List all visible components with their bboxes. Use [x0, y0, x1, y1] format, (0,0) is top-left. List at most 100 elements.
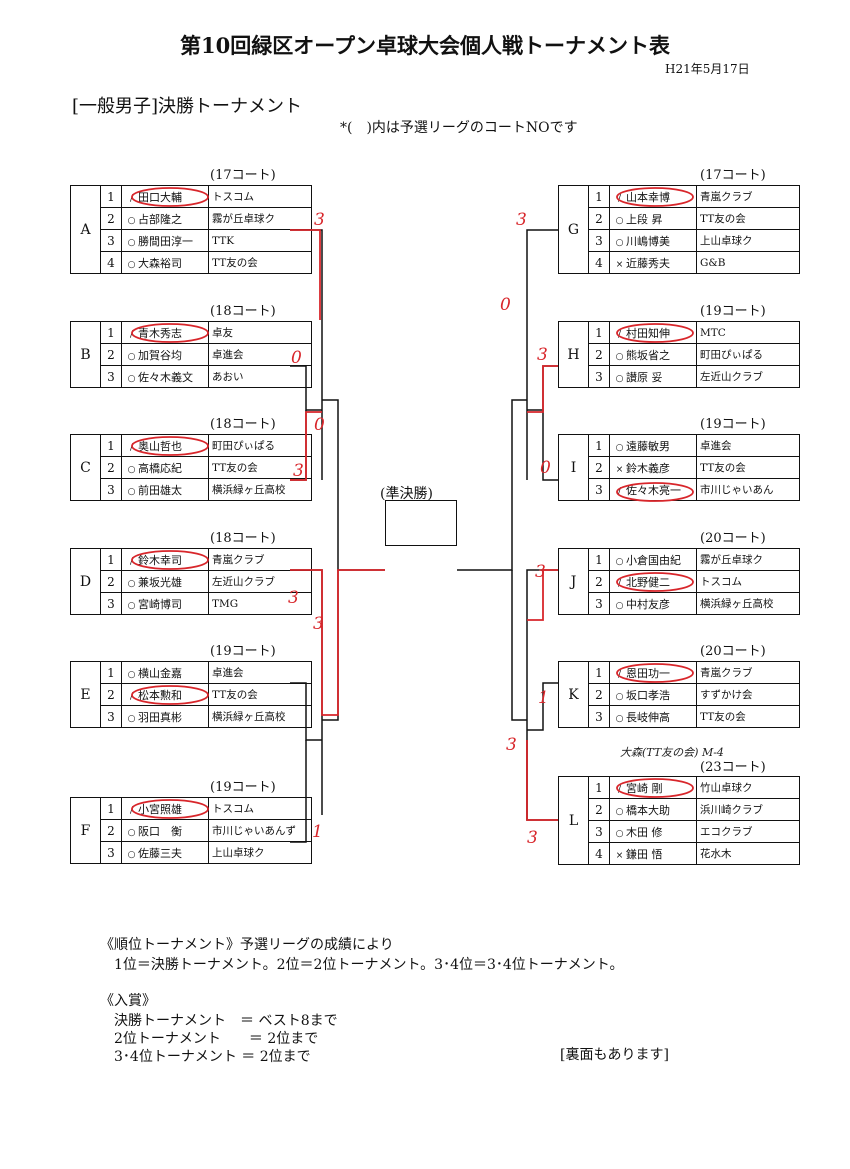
semifinal-label: (準決勝): [380, 486, 433, 502]
result-mark: ○: [615, 215, 624, 226]
player-name: 横山金嘉: [138, 666, 182, 680]
prize-value: 2位まで: [259, 1049, 311, 1065]
score-g: 0: [500, 295, 511, 315]
result-mark: ○: [127, 669, 136, 680]
result-mark: ○: [127, 215, 136, 226]
team-cell: 霧が丘卓球ク: [696, 548, 800, 571]
player-name: 熊坂省之: [626, 348, 670, 362]
court-note: *( )内は予選リーグのコートNOです: [340, 120, 578, 136]
group-label: K: [558, 661, 589, 728]
player-name: 北野健二: [626, 575, 670, 589]
team-cell: 市川じゃいあんず: [208, 819, 312, 842]
result-mark: /: [617, 193, 622, 204]
player-name: 占部隆之: [138, 212, 182, 226]
player-name: 阪口 衡: [138, 824, 182, 838]
group-label: D: [70, 548, 101, 615]
player-name: 長岐伸高: [626, 710, 670, 724]
red-advance-h: [527, 365, 558, 413]
court-label-g: (17コート): [700, 168, 766, 183]
group-l-table: L 1 /宮崎 剛 竹山卓球ク 2 ○橋本大助 浜川崎クラブ 3 ○木田 修 エ…: [558, 776, 800, 865]
player-name: 勝間田淳一: [138, 234, 193, 248]
bracket-g: [526, 229, 558, 318]
prize-value: 2位まで: [267, 1031, 319, 1047]
result-mark: ○: [127, 486, 136, 497]
team-cell: TT友の会: [208, 683, 312, 706]
player-name: 木田 修: [626, 825, 663, 839]
prize-value: ベスト8まで: [258, 1013, 338, 1029]
player-name: 川嶋博美: [626, 234, 670, 248]
player-cell: ○佐藤三夫: [121, 841, 209, 864]
team-cell: 横浜緑ヶ丘高校: [208, 478, 312, 501]
result-mark: ○: [615, 351, 624, 362]
team-cell: トスコム: [208, 185, 312, 208]
red-advance-a: [290, 229, 321, 320]
result-mark: ○: [127, 849, 136, 860]
score-abc: 0: [314, 415, 325, 435]
player-name: 宮崎 剛: [626, 781, 663, 795]
result-mark: ○: [127, 827, 136, 838]
player-name: 山本幸博: [626, 190, 670, 204]
group-label: B: [70, 321, 101, 388]
circle-b1: [131, 323, 209, 343]
circle-d1: [131, 550, 209, 570]
player-name: 宮崎博司: [138, 597, 182, 611]
player-cell: ○占部隆之: [121, 207, 209, 230]
player-name: 青木秀志: [138, 326, 182, 340]
red-advance-left: [321, 569, 385, 716]
result-mark: ○: [615, 806, 624, 817]
handwritten-note: 大森(TT友の会) M-4: [620, 746, 724, 759]
team-cell: 町田ぴぃぱる: [208, 434, 312, 457]
score-f: 1: [312, 822, 323, 842]
player-cell: ○佐々木義文: [121, 365, 209, 388]
date-text: H21年5月17日: [665, 62, 750, 76]
court-label-i: (19コート): [700, 417, 766, 432]
red-advance-l: [526, 740, 558, 821]
team-cell: 浜川崎クラブ: [696, 798, 800, 821]
bracket-l: [526, 740, 558, 821]
player-name: 奥山哲也: [138, 439, 182, 453]
player-name: 佐々木亮一: [626, 483, 681, 497]
result-mark: /: [617, 329, 622, 340]
score-i: 0: [540, 458, 551, 478]
team-cell: TT友の会: [208, 456, 312, 479]
court-label-b: (18コート): [210, 304, 276, 319]
score-h: 3: [537, 345, 548, 365]
bracket-right-lower: [511, 570, 527, 721]
result-mark: /: [617, 669, 622, 680]
printed-bracket: [290, 229, 558, 843]
group-label: H: [558, 321, 589, 388]
rule-text: 1位＝決勝トーナメント。2位＝2位トーナメント。3･4位＝3･4位トーナメント。: [114, 957, 624, 973]
team-cell: 横浜緑ヶ丘高校: [208, 705, 312, 728]
player-cell: ○羽田真彬: [121, 705, 209, 728]
court-label-c: (18コート): [210, 417, 276, 432]
court-label-d: (18コート): [210, 531, 276, 546]
circle-a1: [131, 187, 209, 207]
section-title: [一般男子]決勝トーナメント: [72, 96, 303, 117]
player-name: 近藤秀夫: [626, 256, 670, 270]
prize-row: 2位トーナメント ＝ 2位まで: [114, 1028, 318, 1048]
court-label-j: (20コート): [700, 531, 766, 546]
player-name: 讃原 妥: [626, 370, 663, 384]
player-cell: ○高橋応紀: [121, 456, 209, 479]
score-a: 3: [314, 210, 325, 230]
player-cell: ○中村友彦: [609, 592, 697, 615]
circle-c1: [131, 436, 209, 456]
player-cell: ×近藤秀夫: [609, 251, 697, 274]
score-jkl: 3: [506, 735, 517, 755]
bracket-e: [290, 682, 322, 741]
score-l: 3: [527, 828, 538, 848]
player-name: 村田知伸: [626, 326, 670, 340]
player-cell: ○横山金嘉: [121, 661, 209, 684]
player-cell: ×鈴木義彦: [609, 456, 697, 479]
bracket-left-lower: [322, 570, 339, 721]
result-mark: ○: [127, 351, 136, 362]
prize-heading: 《入賞》: [100, 993, 156, 1009]
score-k: 1: [538, 688, 549, 708]
result-mark: /: [617, 784, 622, 795]
bracket-f: [290, 740, 307, 843]
player-cell: ○勝間田淳一: [121, 229, 209, 252]
result-mark: ×: [615, 850, 624, 861]
result-mark: /: [617, 486, 622, 497]
group-a-table: A 1 /田口大輔 トスコム 2 ○占部隆之 霧が丘卓球ク 3 ○勝間田淳一 T…: [70, 185, 312, 274]
